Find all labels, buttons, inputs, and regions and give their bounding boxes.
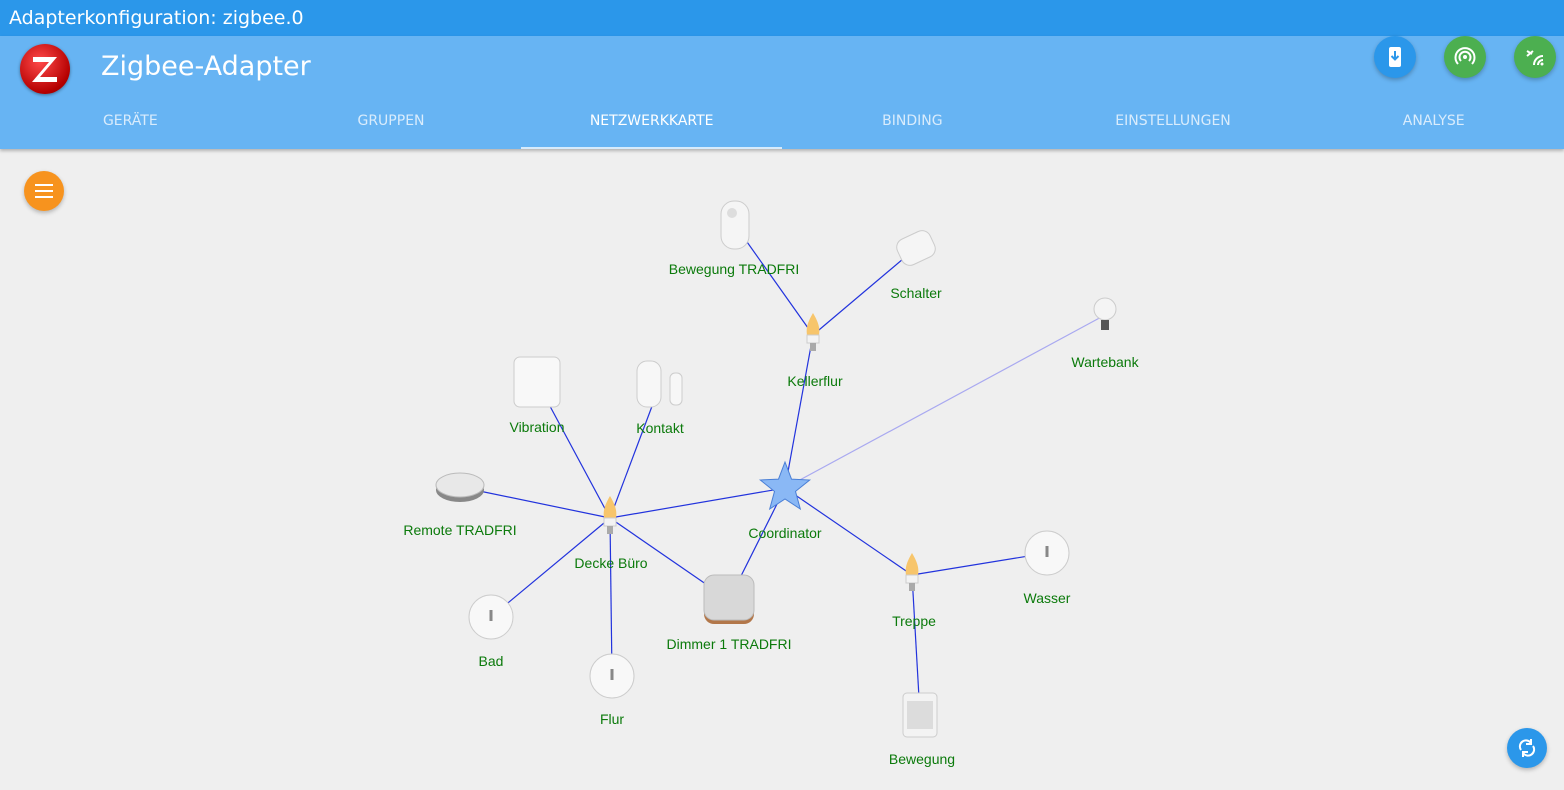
network-node-kellerflur[interactable] — [806, 313, 820, 351]
install-device-icon — [1389, 47, 1401, 67]
network-link — [911, 574, 921, 716]
network-link — [784, 334, 814, 489]
round-device-icon — [589, 653, 635, 699]
node-label: Bewegung TRADFRI — [669, 261, 799, 277]
network-node-bew_tradfri[interactable] — [720, 200, 750, 250]
network-link — [490, 517, 611, 618]
window-title: Adapterkonfiguration: zigbee.0 — [0, 0, 1564, 36]
network-link — [784, 314, 1106, 489]
square-device-icon — [513, 356, 561, 408]
app-header: Zigbee-Adapter GERÄTE GRUPPEN NETZWERKKA… — [0, 36, 1564, 149]
coordinator-device-icon — [758, 460, 812, 511]
bulb-device-icon — [603, 496, 617, 534]
tab-netzwerkkarte[interactable]: NETZWERKKARTE — [521, 97, 783, 149]
install-device-button[interactable] — [1374, 36, 1416, 78]
contact-device-icon — [636, 360, 683, 408]
round-device-icon — [1024, 530, 1070, 576]
network-node-treppe[interactable] — [905, 553, 919, 591]
network-map[interactable]: Coordinator Kellerflur Bewegung TRADFRI Sch… — [0, 149, 1564, 790]
tab-bar: GERÄTE GRUPPEN NETZWERKKARTE BINDING EIN… — [0, 97, 1564, 149]
refresh-icon — [1518, 739, 1536, 757]
node-label: Flur — [600, 711, 624, 727]
node-label: Decke Büro — [574, 555, 647, 571]
network-node-kontakt[interactable] — [636, 360, 683, 408]
bulb-device-icon — [806, 313, 820, 351]
round-device-icon — [468, 594, 514, 640]
zigbee-logo — [20, 44, 70, 94]
network-link — [734, 224, 814, 336]
bulb-device-icon — [905, 553, 919, 591]
tab-gruppen[interactable]: GRUPPEN — [357, 113, 425, 129]
menu-icon — [35, 184, 53, 198]
node-label: Dimmer 1 TRADFRI — [667, 636, 792, 652]
network-node-vibration[interactable] — [513, 356, 561, 408]
network-node-coordinator[interactable] — [758, 460, 812, 511]
pairing-icon — [1454, 47, 1476, 65]
network-link — [784, 487, 913, 576]
dimmer-device-icon — [703, 574, 755, 624]
network-link — [609, 517, 613, 677]
bulb-white-device-icon — [1093, 297, 1117, 330]
tab-einstellungen[interactable]: EINSTELLUNGEN — [1115, 113, 1231, 129]
node-label: Treppe — [892, 613, 936, 629]
network-node-flur[interactable] — [589, 653, 635, 699]
network-node-wasser[interactable] — [1024, 530, 1070, 576]
menu-button[interactable] — [24, 171, 64, 211]
node-label: Kellerflur — [787, 373, 843, 389]
refresh-button[interactable] — [1507, 728, 1547, 768]
node-label: Wasser — [1024, 590, 1071, 606]
network-node-bewegung[interactable] — [902, 692, 938, 738]
switch-device-icon — [896, 230, 936, 266]
cylinder-device-icon — [902, 692, 938, 738]
node-label: Bad — [479, 653, 504, 669]
node-label: Wartebank — [1071, 354, 1139, 370]
remote-device-icon — [435, 472, 485, 502]
pairing-button[interactable] — [1444, 36, 1486, 78]
tab-analyse[interactable]: ANALYSE — [1402, 113, 1465, 129]
node-label: Schalter — [890, 285, 942, 301]
network-link — [609, 487, 786, 519]
signal-scan-button[interactable] — [1514, 36, 1556, 78]
node-label: Vibration — [509, 419, 564, 435]
network-node-dimmer[interactable] — [703, 574, 755, 624]
network-node-remote[interactable] — [435, 472, 485, 502]
network-node-wartebank[interactable] — [1093, 297, 1117, 330]
motion-device-icon — [720, 200, 750, 250]
network-link — [459, 486, 611, 519]
network-node-decke[interactable] — [603, 496, 617, 534]
signal-scan-icon — [1526, 50, 1544, 66]
app-title: Zigbee-Adapter — [101, 51, 311, 82]
node-label: Kontakt — [636, 420, 684, 436]
tab-binding[interactable]: BINDING — [882, 113, 943, 129]
node-label: Coordinator — [748, 525, 821, 541]
network-node-schalter[interactable] — [894, 228, 938, 269]
tab-geraete[interactable]: GERÄTE — [102, 113, 158, 129]
node-label: Remote TRADFRI — [403, 522, 516, 538]
network-link — [911, 552, 1048, 576]
node-label: Bewegung — [889, 751, 955, 767]
network-node-bad[interactable] — [468, 594, 514, 640]
network-link — [812, 247, 917, 336]
